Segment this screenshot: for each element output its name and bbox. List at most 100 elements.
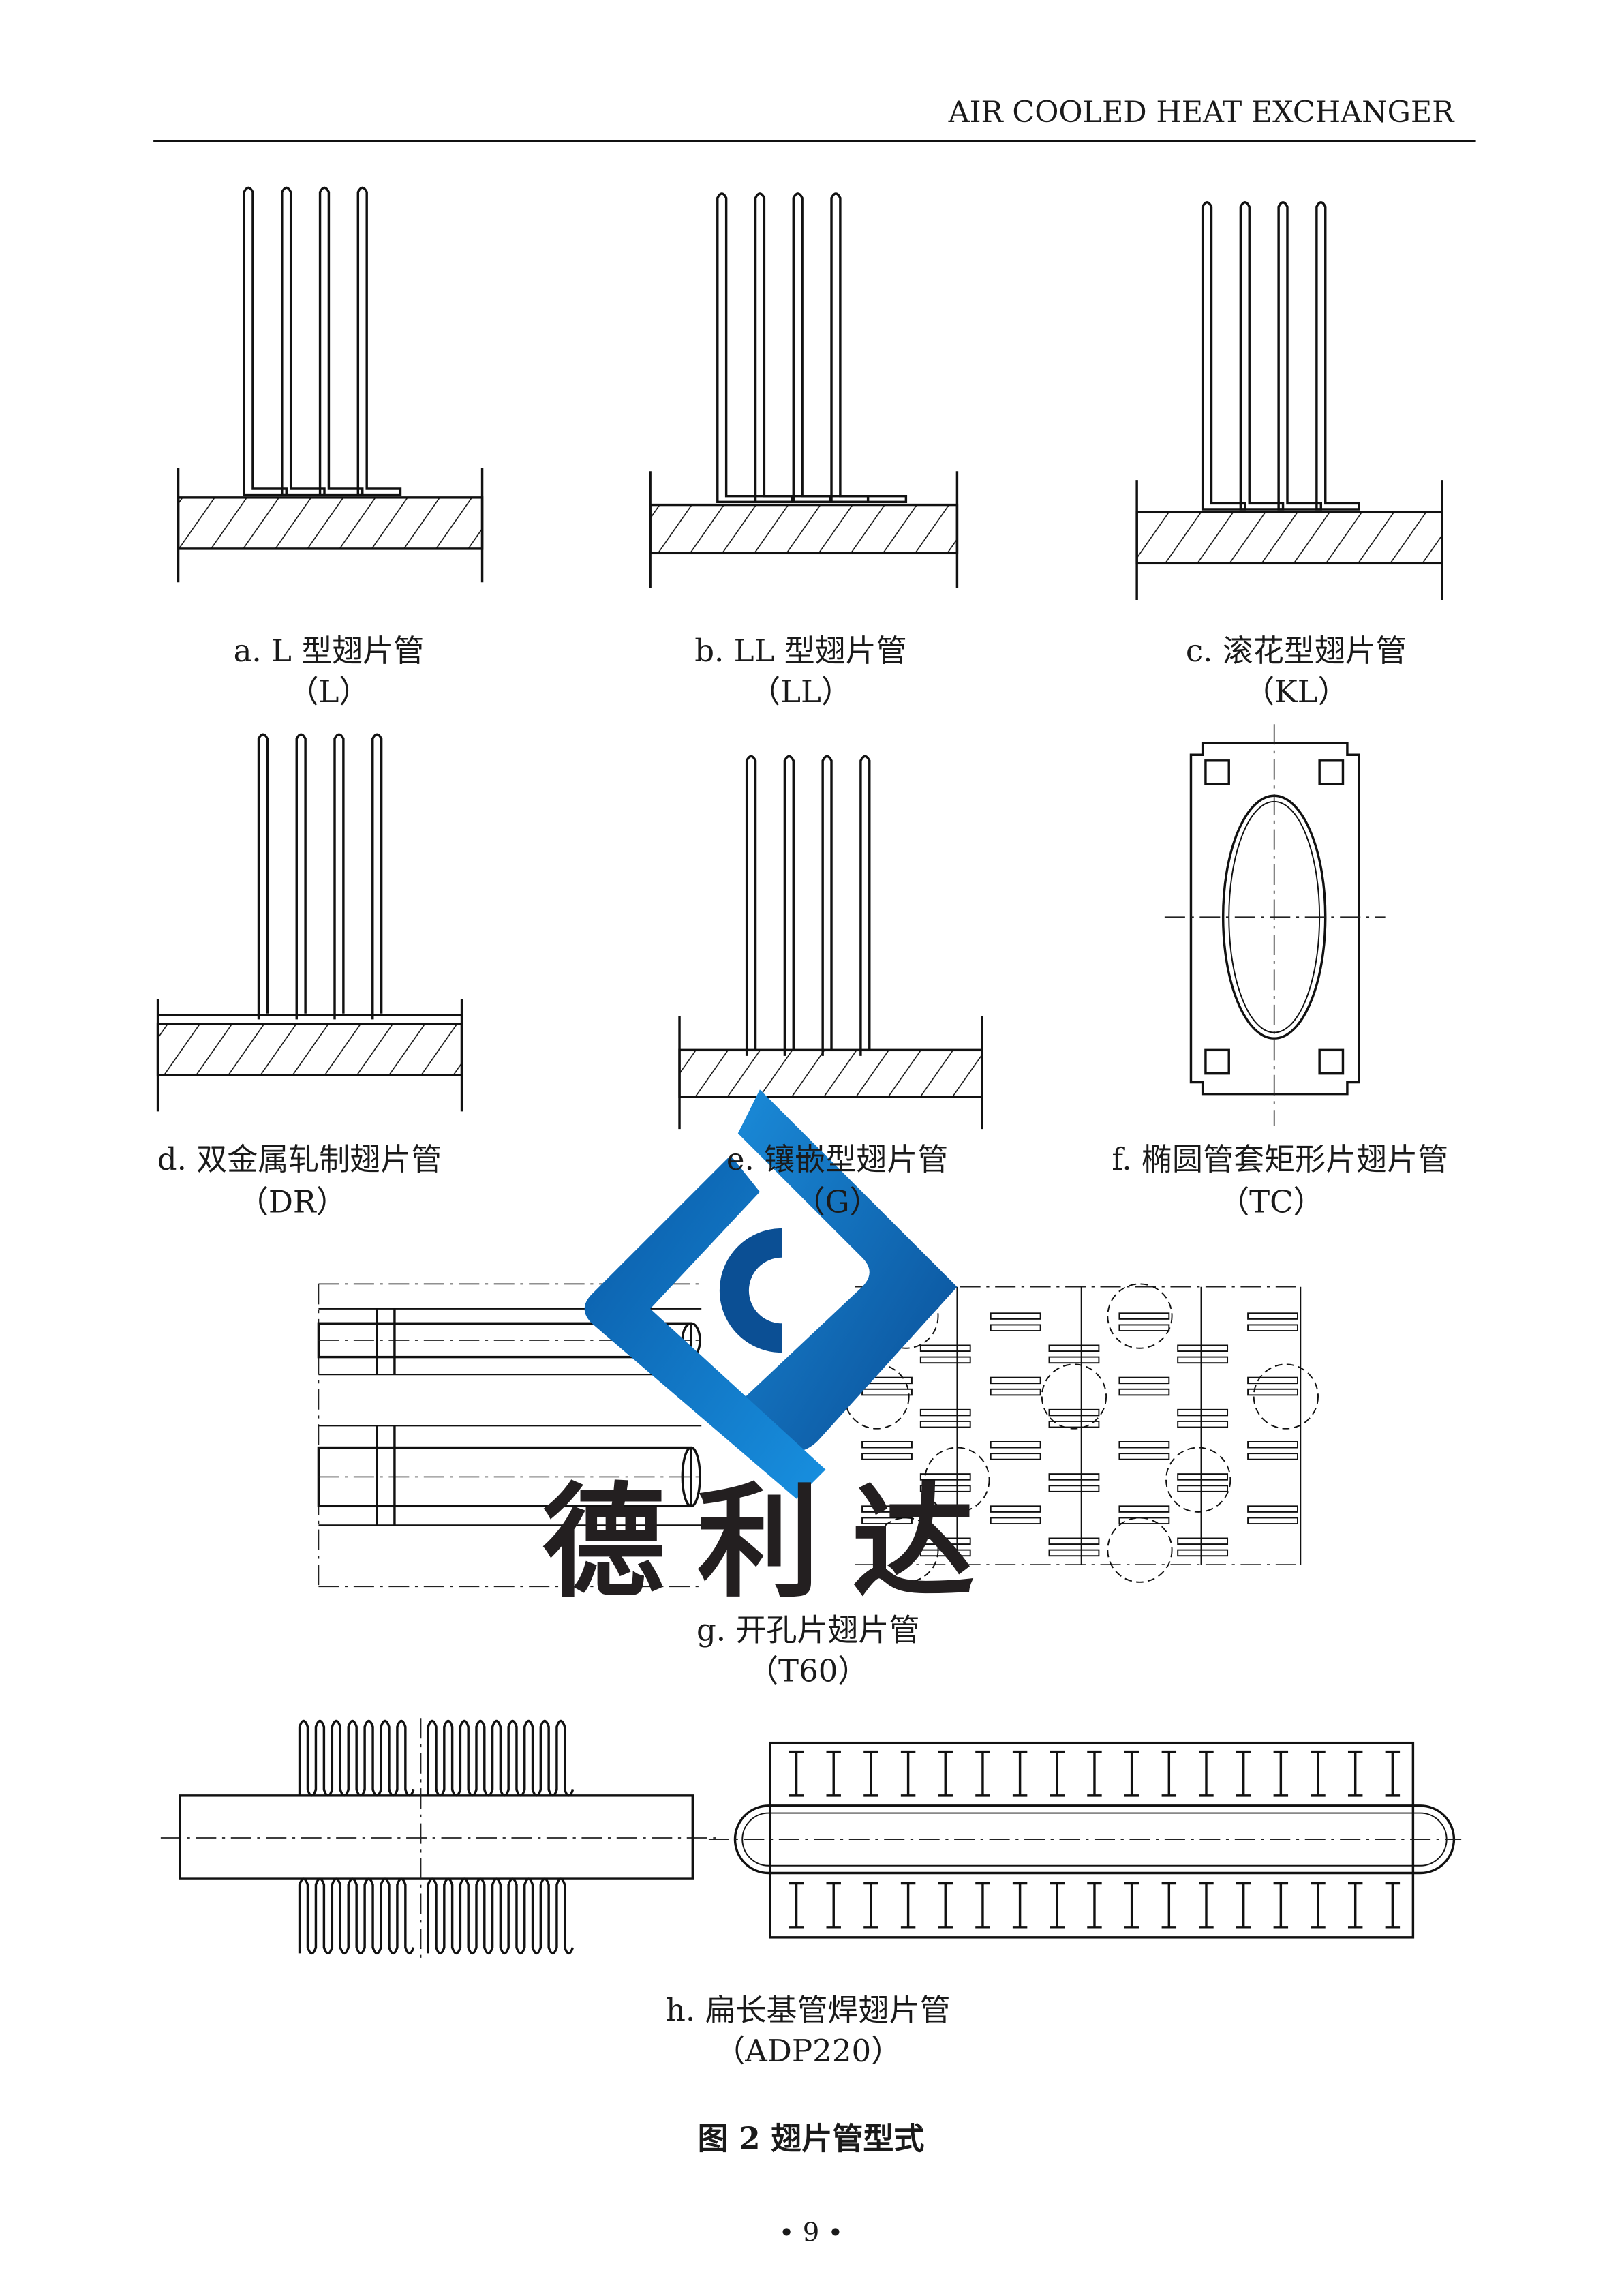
- fig-g-slot: [1247, 1388, 1298, 1396]
- caption-code: （L）: [288, 674, 369, 710]
- fig-g-slot: [990, 1312, 1041, 1320]
- fig-h-fin-plate: [769, 1741, 1415, 1939]
- fig-g-slot: [1247, 1453, 1298, 1460]
- fig-g-slot: [861, 1453, 913, 1460]
- fig-h-serpentine-fin: [427, 1877, 575, 1955]
- fig-g-tube-hole: [873, 1283, 939, 1349]
- fig-g-slot: [1118, 1324, 1170, 1331]
- caption-e: e. 镶嵌型翅片管 （G）: [726, 1141, 948, 1220]
- fig-e-fin: [783, 755, 795, 1056]
- fig-h-welded-fin: [1124, 1750, 1139, 1797]
- fig-d-base-wall: [156, 1023, 463, 1076]
- fig-g-slot: [1177, 1344, 1229, 1353]
- fig-g-slot: [919, 1356, 971, 1364]
- fig-h-welded-fin: [789, 1750, 804, 1797]
- fig-g-slot: [1177, 1356, 1229, 1364]
- fig-f-square-hole: [1318, 759, 1345, 785]
- fig-g-slot: [1048, 1485, 1100, 1492]
- fig-h-welded-fin: [1236, 1750, 1251, 1797]
- fig-g-slot: [1247, 1505, 1298, 1513]
- caption-text: f. 椭圆管套矩形片翅片管: [1112, 1141, 1448, 1177]
- caption-code: （DR）: [238, 1183, 347, 1220]
- fig-b-fin: [792, 192, 870, 504]
- fig-g-slot: [1177, 1537, 1229, 1545]
- fig-e-fin: [745, 755, 757, 1056]
- fig-g-slot: [919, 1485, 971, 1492]
- fig-g-slot: [1177, 1420, 1229, 1428]
- caption-d: d. 双金属轧制翅片管 （DR）: [157, 1141, 442, 1220]
- fig-b-base-wall: [649, 503, 959, 555]
- fig-a-fin: [318, 186, 364, 496]
- fig-g-slot: [1048, 1344, 1100, 1353]
- fig-g-slot: [990, 1376, 1041, 1385]
- fig-h-welded-fin: [1161, 1750, 1177, 1797]
- fig-g-tube-hole: [1253, 1363, 1319, 1430]
- fig-g-slot: [919, 1549, 971, 1557]
- fig-c-fin: [1315, 201, 1360, 511]
- fig-g-slot: [1118, 1388, 1170, 1396]
- fig-g-slot: [1048, 1549, 1100, 1557]
- fig-h-welded-fin: [789, 1882, 804, 1929]
- fig-h-round-tube: [179, 1794, 694, 1880]
- logo-lettering: 德利达: [542, 1472, 1007, 1614]
- fig-a-fin: [281, 186, 326, 496]
- fig-g-tube-hole: [844, 1363, 910, 1430]
- fig-g-slot: [1118, 1441, 1170, 1449]
- fig-h-welded-fin: [1050, 1750, 1065, 1797]
- fig-g-slot: [990, 1517, 1041, 1525]
- fig-g-slot: [1177, 1485, 1229, 1492]
- fig-g-tube-hole: [924, 1447, 990, 1513]
- fig-h-welded-fin: [975, 1750, 990, 1797]
- fig-b-fin: [830, 192, 908, 504]
- fig-h-welded-fin: [1199, 1750, 1214, 1797]
- logo-circle: [719, 1228, 782, 1353]
- fig-g-slot: [990, 1453, 1041, 1460]
- fig-h-welded-fin: [863, 1750, 878, 1797]
- fig-g-tube-hole: [1165, 1447, 1231, 1513]
- fig-h-welded-fin: [1347, 1750, 1363, 1797]
- fig-h-welded-fin: [1311, 1882, 1326, 1929]
- fig-h-welded-fin: [1087, 1882, 1102, 1929]
- caption-code: （G）: [795, 1183, 881, 1220]
- fig-g-slot: [919, 1537, 971, 1545]
- fig-g-slot: [1118, 1312, 1170, 1320]
- fig-g-slot: [1048, 1420, 1100, 1428]
- fig-h-welded-fin: [1273, 1750, 1289, 1797]
- fig-g-slot: [1118, 1453, 1170, 1460]
- fig-g-slot: [861, 1517, 913, 1525]
- fig-g-slot: [990, 1505, 1041, 1513]
- fig-g-slot: [1118, 1505, 1170, 1513]
- caption-a: a. L 型翅片管 （L）: [234, 633, 425, 710]
- fig-f-rect-fin: [1189, 742, 1360, 1096]
- fig-g-slot: [1247, 1517, 1298, 1525]
- fig-h-welded-fin: [1012, 1882, 1028, 1929]
- fig-g-slot: [1247, 1376, 1298, 1385]
- fig-d-fin: [257, 733, 269, 1020]
- caption-c: c. 滚花型翅片管 （KL）: [1186, 633, 1407, 710]
- caption-b: b. LL 型翅片管 （LL）: [694, 633, 907, 710]
- fig-d-fin: [295, 733, 307, 1020]
- fig-h-welded-fin: [1311, 1750, 1326, 1797]
- figure-title: 图 2 翅片管型式: [698, 2121, 925, 2157]
- fig-h-welded-fin: [938, 1750, 953, 1797]
- fig-b-fin: [716, 192, 793, 504]
- caption-h: h. 扁长基管焊翅片管 （ADP220）: [666, 1992, 951, 2069]
- fig-g-slot: [1048, 1473, 1100, 1481]
- fig-g-slot: [1048, 1356, 1100, 1364]
- fig-g-slot: [1247, 1441, 1298, 1449]
- fig-g-slot: [919, 1473, 971, 1481]
- fig-g-slot: [861, 1441, 913, 1449]
- fig-h-welded-fin: [1385, 1882, 1401, 1929]
- fig-h-welded-fin: [900, 1750, 916, 1797]
- logo-shape-left: [584, 1155, 826, 1499]
- caption-text: d. 双金属轧制翅片管: [157, 1141, 442, 1177]
- watermark-logo: 德利达: [542, 1089, 1007, 1614]
- fig-g-slot: [1048, 1537, 1100, 1545]
- fig-c-fin: [1201, 201, 1246, 511]
- fig-a-fin: [356, 186, 402, 496]
- fig-h-welded-fin: [1273, 1882, 1289, 1929]
- caption-text: e. 镶嵌型翅片管: [726, 1141, 948, 1177]
- fig-h-welded-fin: [900, 1882, 916, 1929]
- fig-h-welded-fin: [938, 1882, 953, 1929]
